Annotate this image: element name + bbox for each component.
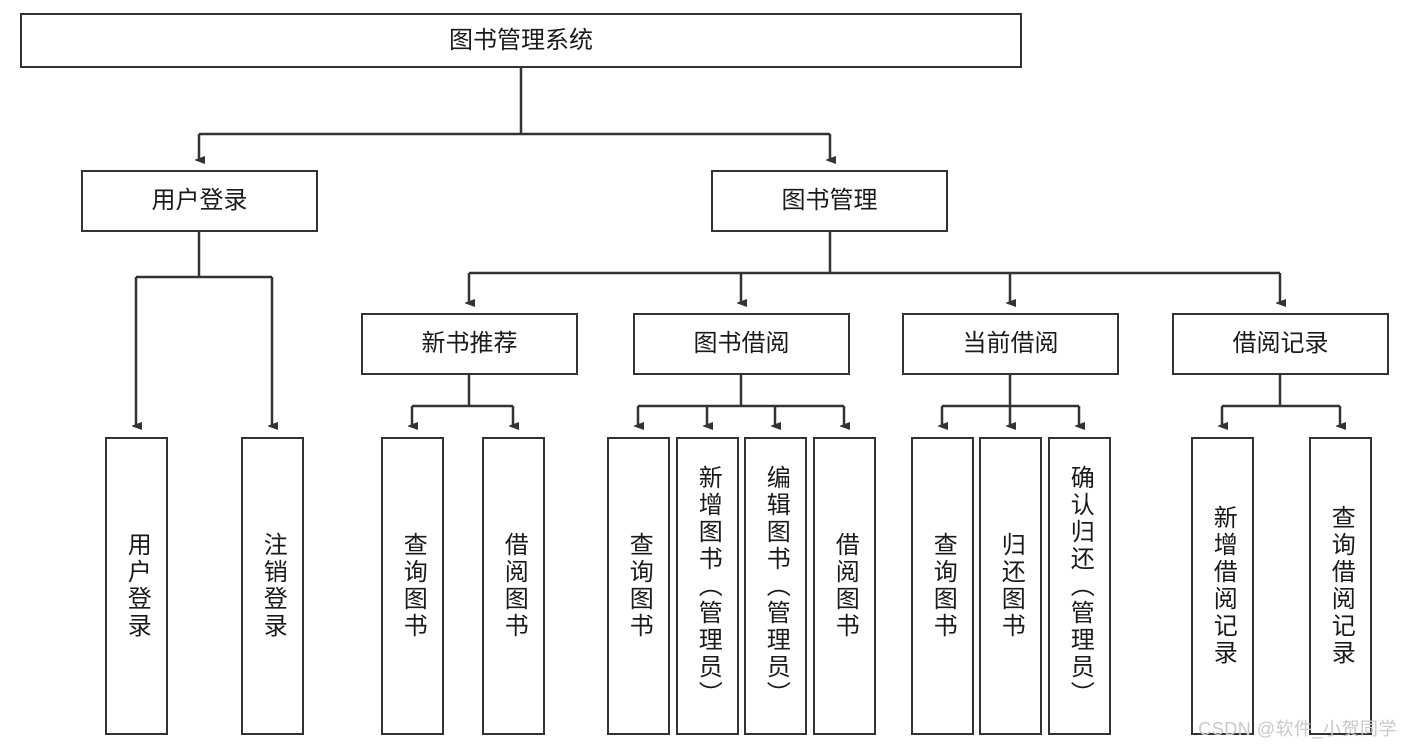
leaf-new-books-query-label: 查询图书	[399, 532, 427, 640]
leaf-records-query-record-label: 查询借阅记录	[1327, 505, 1355, 667]
node-borrow-records-label: 借阅记录	[1232, 330, 1329, 358]
leaf-user-login-signout[interactable]: 注销登录	[241, 437, 304, 735]
node-root[interactable]: 图书管理系统	[20, 13, 1022, 68]
node-book-borrow[interactable]: 图书借阅	[633, 313, 850, 375]
node-user-login-label: 用户登录	[151, 187, 248, 215]
leaf-user-login-signin[interactable]: 用户登录	[105, 437, 168, 735]
node-current-borrow[interactable]: 当前借阅	[902, 313, 1119, 375]
leaf-current-return-book-label: 归还图书	[997, 532, 1025, 640]
leaf-current-query-book-label: 查询图书	[929, 532, 957, 640]
leaf-borrow-add-book[interactable]: 新增图书（管理员）	[676, 437, 739, 735]
node-user-login[interactable]: 用户登录	[81, 170, 318, 232]
node-new-book-recommend-label: 新书推荐	[421, 330, 518, 358]
leaf-borrow-edit-book-label: 编辑图书（管理员）	[762, 464, 790, 708]
leaf-new-books-borrow-label: 借阅图书	[500, 532, 528, 640]
leaf-current-query-book[interactable]: 查询图书	[911, 437, 974, 735]
node-book-management[interactable]: 图书管理	[711, 170, 948, 232]
node-root-label: 图书管理系统	[449, 26, 593, 54]
leaf-current-confirm-return[interactable]: 确认归还（管理员）	[1048, 437, 1111, 735]
leaf-current-return-book[interactable]: 归还图书	[979, 437, 1042, 735]
leaf-borrow-borrow-book-label: 借阅图书	[831, 532, 859, 640]
leaf-borrow-add-book-label: 新增图书（管理员）	[694, 464, 722, 708]
leaf-current-confirm-return-label: 确认归还（管理员）	[1066, 464, 1094, 708]
leaf-new-books-query[interactable]: 查询图书	[381, 437, 444, 735]
leaf-borrow-query-book-label: 查询图书	[625, 532, 653, 640]
node-new-book-recommend[interactable]: 新书推荐	[361, 313, 578, 375]
leaf-records-query-record[interactable]: 查询借阅记录	[1309, 437, 1372, 735]
leaf-records-add-record-label: 新增借阅记录	[1209, 505, 1237, 667]
node-book-management-label: 图书管理	[781, 187, 878, 215]
node-book-borrow-label: 图书借阅	[693, 330, 790, 358]
leaf-user-login-signin-label: 用户登录	[123, 532, 151, 640]
node-borrow-records[interactable]: 借阅记录	[1172, 313, 1389, 375]
leaf-new-books-borrow[interactable]: 借阅图书	[482, 437, 545, 735]
leaf-user-login-signout-label: 注销登录	[259, 532, 287, 640]
node-current-borrow-label: 当前借阅	[962, 330, 1059, 358]
leaf-borrow-edit-book[interactable]: 编辑图书（管理员）	[744, 437, 807, 735]
leaf-borrow-query-book[interactable]: 查询图书	[607, 437, 670, 735]
leaf-borrow-borrow-book[interactable]: 借阅图书	[813, 437, 876, 735]
leaf-records-add-record[interactable]: 新增借阅记录	[1191, 437, 1254, 735]
